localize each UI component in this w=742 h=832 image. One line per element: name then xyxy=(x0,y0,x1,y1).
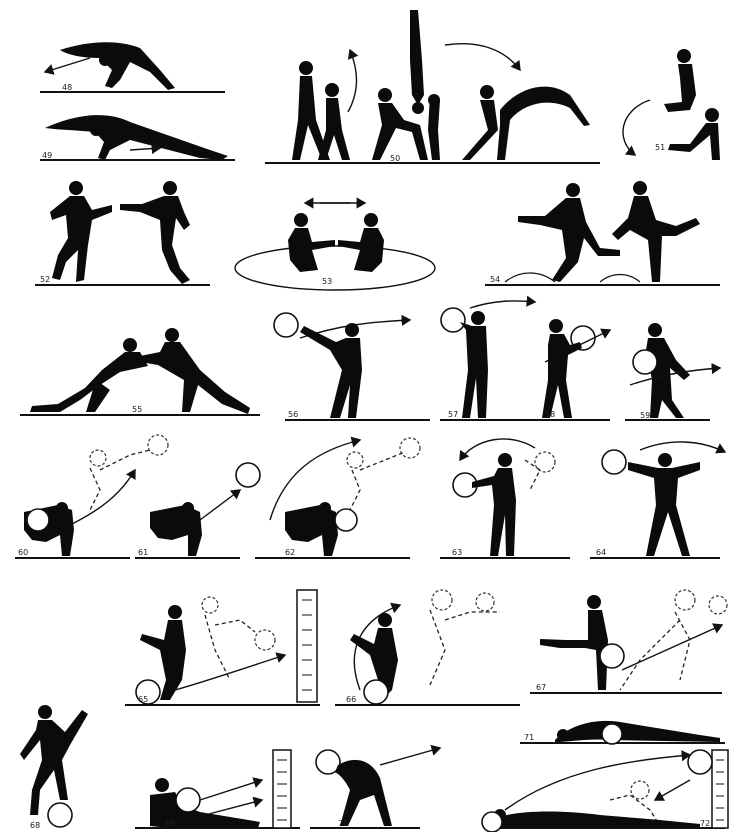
figure-label: 72 xyxy=(700,819,710,828)
figure-label: 69 xyxy=(165,819,175,828)
figure-label: 64 xyxy=(596,548,606,557)
figure-label: 57 xyxy=(448,410,458,419)
figure-57: 57 xyxy=(440,301,535,420)
figure-label: 49 xyxy=(42,151,52,160)
figure-49: 49 xyxy=(40,115,235,160)
figure-48: 48 xyxy=(40,42,225,92)
figure-62: 62 xyxy=(255,438,420,558)
figure-60: 60 xyxy=(15,435,168,558)
figure-56: 56 xyxy=(274,313,430,420)
figure-label: 67 xyxy=(536,683,546,692)
figure-label: 65 xyxy=(138,695,148,704)
figure-label: 71 xyxy=(524,733,534,742)
figure-label: 48 xyxy=(62,83,72,92)
figure-label: 55 xyxy=(132,405,142,414)
figure-72: 72 xyxy=(482,750,728,832)
figure-71: 71 xyxy=(520,721,725,744)
figure-69: 69 xyxy=(135,750,300,828)
figure-label: 63 xyxy=(452,548,462,557)
figure-59: 59 xyxy=(625,323,720,420)
figure-58: 58 xyxy=(530,319,610,420)
figure-label: 70 xyxy=(338,819,348,828)
figure-65: 65 xyxy=(125,590,320,705)
figure-70: 70 xyxy=(310,748,440,828)
figure-53: 53 xyxy=(235,203,435,290)
figure-label: 50 xyxy=(390,154,400,163)
figure-label: 68 xyxy=(30,821,40,830)
figure-label: 58 xyxy=(545,410,555,419)
figure-52: 52 xyxy=(35,181,210,285)
figure-label: 62 xyxy=(285,548,295,557)
figure-label: 51 xyxy=(655,143,665,152)
figure-63: 63 xyxy=(440,439,570,558)
figure-label: 53 xyxy=(322,277,332,286)
figure-label: 59 xyxy=(640,411,650,420)
figure-61: 61 xyxy=(135,463,260,558)
figure-66: 66 xyxy=(335,590,520,705)
figure-label: 61 xyxy=(138,548,148,557)
figure-51: 51 xyxy=(623,49,720,160)
figure-label: 66 xyxy=(346,695,356,704)
figure-50: 50 xyxy=(265,10,600,163)
figure-55: 55 xyxy=(20,328,260,415)
figure-68: 68 xyxy=(20,705,88,830)
figure-label: 52 xyxy=(40,275,50,284)
figure-label: 56 xyxy=(288,410,298,419)
figure-64: 64 xyxy=(590,442,725,558)
figure-label: 60 xyxy=(18,548,28,557)
figure-label: 54 xyxy=(490,275,500,284)
figure-54: 54 xyxy=(485,181,720,285)
figure-67: 67 xyxy=(530,590,727,693)
